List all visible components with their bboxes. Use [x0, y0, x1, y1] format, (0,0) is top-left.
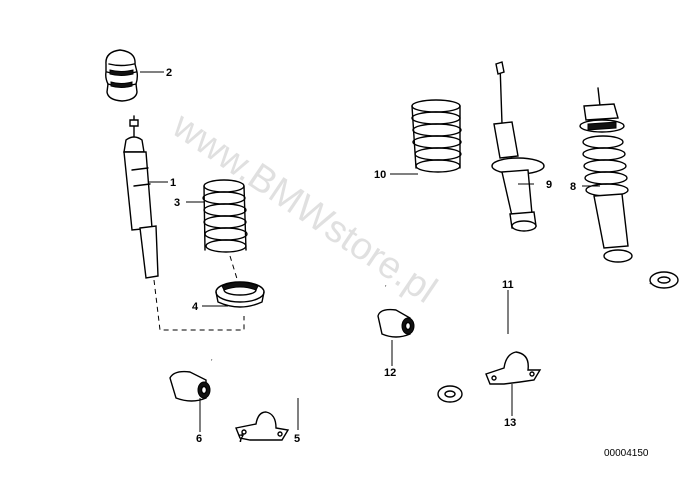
- callout-6: 6: [196, 433, 202, 445]
- callout-labels: 2 1 3 4 10 9 8 11 12 13 6 7 5: [166, 67, 576, 445]
- spring-seat: [215, 281, 265, 308]
- bump-stop: [105, 49, 139, 102]
- callout-1: 1: [170, 177, 176, 189]
- callout-4: 4: [192, 301, 199, 313]
- callout-2: 2: [166, 67, 172, 79]
- callout-11: 11: [502, 279, 514, 291]
- stabilizer-bar-rear: [385, 271, 679, 356]
- shock-absorber-front: [123, 115, 159, 279]
- callout-5: 5: [294, 433, 300, 445]
- coil-spring-front: [202, 179, 248, 253]
- shock-absorber-rear: [491, 61, 545, 232]
- callout-8: 8: [570, 181, 576, 193]
- callout-12: 12: [384, 367, 396, 379]
- rubber-mounting-rear: [377, 308, 415, 338]
- callout-3: 3: [174, 197, 180, 209]
- callout-7: 7: [238, 433, 244, 445]
- coil-spring-rear: [411, 99, 462, 173]
- rubber-mounting-front: [169, 370, 211, 402]
- callout-10: 10: [374, 169, 386, 181]
- callout-13: 13: [504, 417, 516, 429]
- stabilizer-bar-front: [211, 358, 463, 440]
- diagram-part-number: 00004150: [604, 448, 649, 459]
- callout-9: 9: [546, 179, 552, 191]
- assembly-dashed-lines: [153, 255, 245, 331]
- bracket-rear: [485, 351, 542, 385]
- leader-lines: [140, 71, 600, 436]
- strut-assembly: [579, 87, 633, 263]
